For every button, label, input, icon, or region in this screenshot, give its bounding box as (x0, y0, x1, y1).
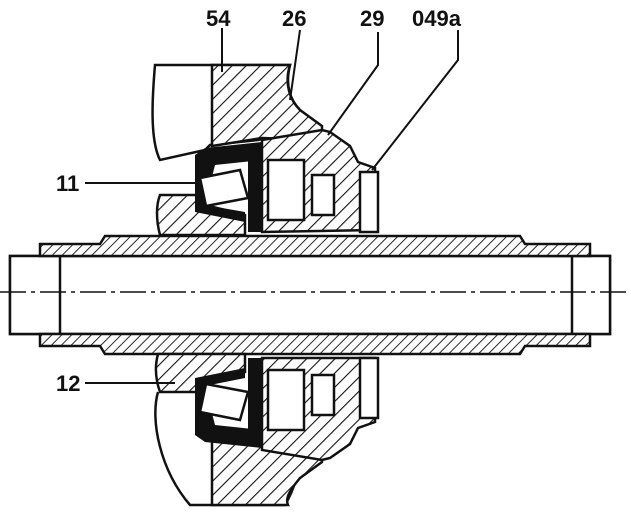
leader-lines (85, 28, 459, 384)
upper-ring-049a (358, 170, 380, 234)
callout-29: 29 (360, 6, 384, 31)
callout-12: 12 (56, 371, 80, 396)
lower-seal-cover (260, 356, 380, 462)
lower-seal-cavity-b (310, 373, 336, 417)
callout-11: 11 (56, 171, 79, 196)
shaft-upper-sleeve (38, 234, 592, 258)
upper-bearing-cup (195, 142, 262, 222)
upper-seal-cavity-b (310, 173, 336, 217)
upper-bearing (195, 142, 262, 232)
callout-54: 54 (206, 6, 231, 31)
upper-seal-cavity-a (266, 158, 306, 222)
shaft-left-end (8, 254, 62, 336)
upper-bearing-cone (248, 158, 262, 232)
lower-ring-049a (358, 356, 380, 420)
upper-seal-cover (260, 128, 380, 234)
shaft (0, 234, 631, 356)
lower-seal-cavity-a (266, 368, 306, 432)
lower-bearing-cone (248, 358, 262, 432)
shaft-right-end (570, 254, 612, 336)
lower-bearing-cup (195, 368, 262, 448)
leader-29 (327, 32, 379, 136)
upper-tapered-roller (198, 168, 250, 208)
shaft-lower-sleeve (38, 332, 592, 356)
callout-labels: 54 26 29 049a 11 12 (56, 6, 462, 396)
leader-26 (289, 29, 301, 101)
callout-049a: 049a (412, 6, 462, 31)
shaft-body (8, 254, 612, 336)
callout-26: 26 (282, 6, 306, 31)
upper-housing (151, 63, 324, 237)
lower-tapered-roller (198, 382, 250, 422)
leader-049a (371, 30, 459, 171)
lower-bearing (195, 358, 262, 448)
